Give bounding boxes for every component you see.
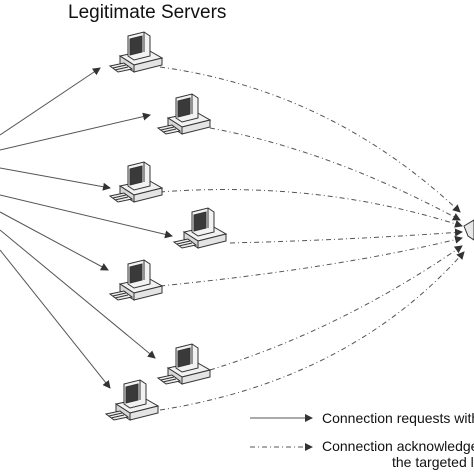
request-arrow-6: [0, 229, 156, 359]
request-arrow-2: [0, 112, 151, 151]
legend-request-label: Connection requests with: [322, 410, 474, 426]
ack-arrow-2: [209, 127, 461, 221]
victim-computer-icon: [463, 219, 474, 241]
request-arrow-3: [0, 167, 111, 191]
server-computer-icon: [156, 343, 212, 385]
ack-arrow-7: [159, 251, 465, 411]
request-arrows: [0, 67, 173, 389]
server-computer-icon: [172, 207, 228, 249]
server-computer-icon: [108, 161, 164, 203]
request-arrow-5: [0, 211, 109, 271]
server-computer-icon: [156, 93, 212, 135]
ack-arrow-5: [159, 235, 463, 287]
legend-ack-label-line2: the targeted li: [392, 454, 474, 470]
server-computer-icon: [108, 259, 164, 301]
diagram-title: Legitimate Servers: [68, 2, 227, 23]
server-group: [104, 31, 228, 421]
ack-arrow-4: [229, 228, 463, 244]
ack-arrows: [159, 66, 465, 411]
ack-arrow-3: [159, 189, 463, 228]
request-arrow-7: [0, 249, 111, 389]
ack-arrow-1: [159, 66, 461, 213]
server-computer-icon: [108, 31, 164, 73]
ack-arrow-6: [209, 245, 463, 371]
server-computer-icon: [104, 379, 160, 421]
request-arrow-4: [0, 194, 173, 239]
legend-ack-label-line1: Connection acknowledge: [322, 438, 474, 454]
legend: [250, 414, 313, 451]
request-arrow-1: [0, 67, 101, 136]
